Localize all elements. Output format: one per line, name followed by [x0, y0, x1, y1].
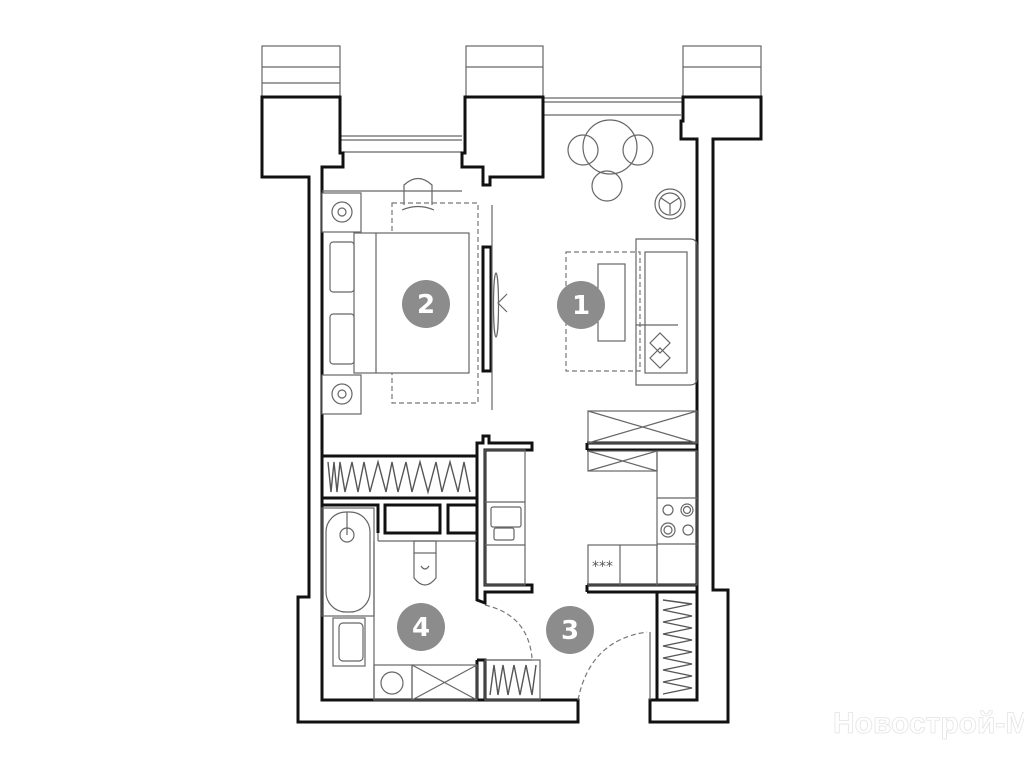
- room-number: 4: [412, 613, 430, 643]
- sofa: [635, 238, 698, 386]
- bathtub: [321, 507, 375, 617]
- washing-machine: [373, 664, 413, 701]
- sink: [332, 617, 366, 667]
- room-badge-2: 2: [402, 280, 450, 328]
- kitchen-counter: [587, 450, 698, 586]
- stove-icon: [660, 503, 694, 538]
- wardrobe-hall: [662, 599, 693, 695]
- room-badge-1: 1: [557, 281, 605, 329]
- nightstand-top: [321, 192, 362, 233]
- desk-chair: [401, 177, 435, 211]
- room-number: 3: [561, 616, 579, 646]
- nightstand-bottom: [321, 374, 362, 415]
- shoe-cabinet: [484, 659, 541, 701]
- tv-panel: [481, 245, 493, 373]
- dining-table: [567, 119, 654, 202]
- plant-icon: [654, 188, 686, 220]
- window-sills: [261, 45, 762, 98]
- tv: [492, 272, 500, 338]
- kitchenette: [484, 449, 526, 586]
- cabinets: [411, 410, 698, 701]
- bathroom-door[interactable]: [484, 604, 533, 659]
- room-number: 2: [417, 290, 435, 320]
- living-rug: [565, 251, 641, 372]
- watermark: Новострой-М: [833, 707, 1024, 740]
- windows: [340, 97, 683, 153]
- hob-label: ***: [592, 559, 613, 575]
- room-badge-4: 4: [397, 603, 445, 651]
- entrance-door[interactable]: [577, 631, 648, 701]
- room-number: 1: [572, 291, 590, 321]
- wardrobe-bedroom: [327, 459, 471, 495]
- toilet: [413, 540, 437, 586]
- room-badge-3: 3: [546, 606, 594, 654]
